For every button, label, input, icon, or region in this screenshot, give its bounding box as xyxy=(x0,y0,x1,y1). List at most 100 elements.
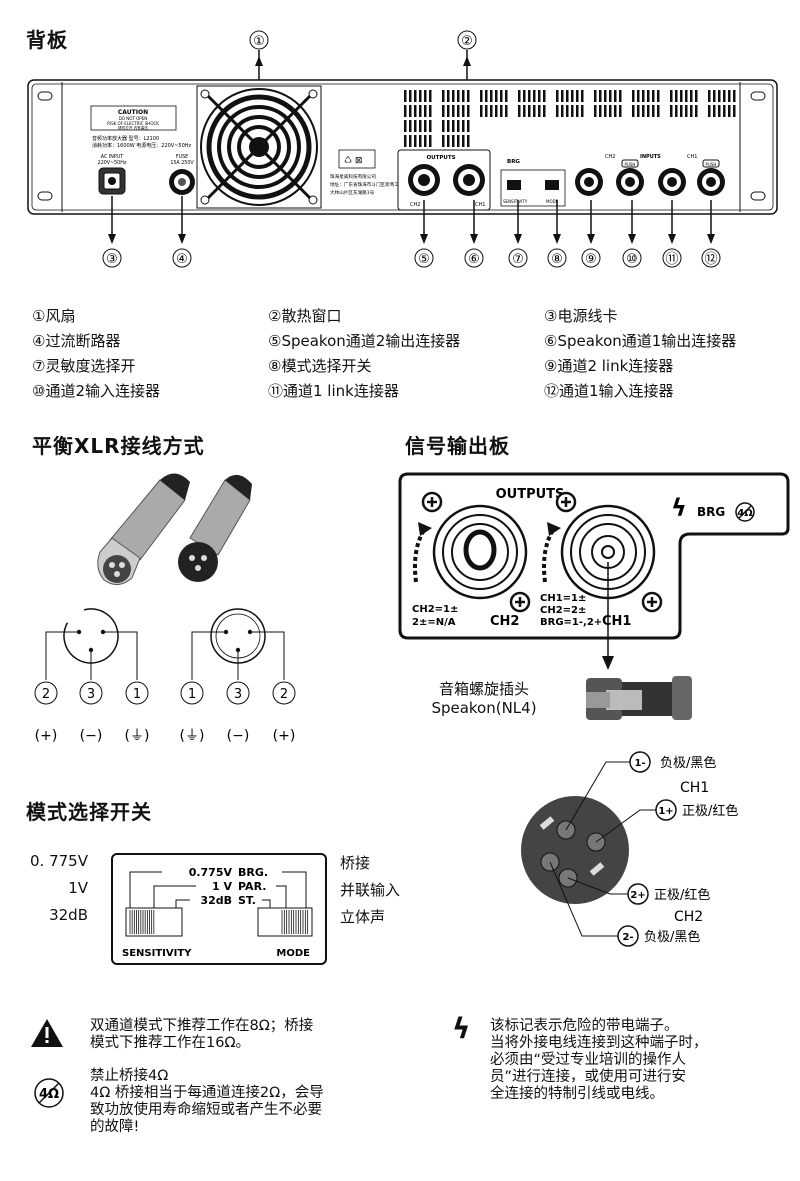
svg-text:(⏚): (⏚) xyxy=(180,728,205,744)
svg-text:1: 1 xyxy=(188,687,196,702)
xlr-heading: 平衡XLR接线方式 xyxy=(32,434,205,458)
mode-values: 桥接 并联输入 立体声 xyxy=(340,854,401,926)
callout-5: ⑤ xyxy=(418,252,430,267)
callout-2: ② xyxy=(461,34,473,49)
callout-9: ⑨ xyxy=(585,252,597,267)
svg-text:珠海星威科技有限公司: 珠海星威科技有限公司 xyxy=(330,173,376,180)
output-board-heading: 信号输出板 xyxy=(405,434,510,458)
svg-text:MODE: MODE xyxy=(546,199,559,204)
svg-text:2-: 2- xyxy=(622,932,633,943)
svg-text:CH2: CH2 xyxy=(410,202,420,208)
svg-text:3: 3 xyxy=(234,687,242,702)
xlr-female-icon xyxy=(97,473,190,585)
callout-8: ⑧ xyxy=(551,252,563,267)
svg-text:3: 3 xyxy=(87,687,95,702)
svg-text:2: 2 xyxy=(42,687,50,702)
svg-text:(⏚): (⏚) xyxy=(125,728,150,744)
xlr-male-icon xyxy=(178,474,252,582)
svg-text:BRG.: BRG. xyxy=(238,866,268,879)
svg-text:ST.: ST. xyxy=(238,894,256,907)
legend-item: ⑨通道2 link连接器 xyxy=(544,357,674,375)
hazardous-terminal-note: 该标记表示危险的带电端子。 当将外接电线连接到这种端子时， 必须由“受过专业培训… xyxy=(490,1018,708,1102)
legend-item: ⑧模式选择开关 xyxy=(268,357,372,375)
svg-text:PUSH: PUSH xyxy=(625,162,636,167)
svg-text:CH1: CH1 xyxy=(602,614,631,629)
svg-text:负极/黑色: 负极/黑色 xyxy=(644,929,700,945)
board-outputs-label: OUTPUTS xyxy=(496,487,565,502)
svg-text:CH1=1±: CH1=1± xyxy=(540,593,586,604)
svg-text:0.775V: 0.775V xyxy=(189,866,233,879)
svg-text:BRG: BRG xyxy=(507,159,520,165)
svg-text:4Ω: 4Ω xyxy=(737,508,753,519)
mode-switch-heading: 模式选择开关 xyxy=(26,800,152,824)
svg-text:1-: 1- xyxy=(634,758,645,769)
callout-7: ⑦ xyxy=(512,252,524,267)
sensitivity-values: 0. 775V 1V 32dB xyxy=(30,852,88,924)
svg-text:CH2: CH2 xyxy=(674,909,703,925)
svg-text:INPUTS: INPUTS xyxy=(640,154,661,160)
svg-text:1 V: 1 V xyxy=(212,880,232,893)
caution-title: CAUTION xyxy=(118,109,148,116)
svg-text:1+: 1+ xyxy=(658,806,673,817)
svg-text:(−): (−) xyxy=(227,728,250,744)
output-board-diagram: OUTPUTS ϟ BRG 4Ω CH2=1± 2±=N/A CH2 CH1=1… xyxy=(398,472,790,947)
svg-text:CH1: CH1 xyxy=(475,202,485,208)
spec-line-1: 音频功率放大器 型号：L2100 xyxy=(92,135,159,142)
callout-1: ① xyxy=(253,34,265,49)
legend-item: ⑥Speakon通道1输出连接器 xyxy=(544,332,737,350)
svg-text:正极/红色: 正极/红色 xyxy=(654,887,710,903)
legend-item: ①风扇 xyxy=(32,307,76,325)
svg-text:负极/黑色: 负极/黑色 xyxy=(660,755,716,771)
svg-text:CH1: CH1 xyxy=(680,780,709,796)
svg-text:CH2: CH2 xyxy=(605,154,615,160)
svg-text:220V~50Hz: 220V~50Hz xyxy=(98,160,127,166)
callout-4: ④ xyxy=(176,252,188,267)
svg-text:BRG=1-,2+: BRG=1-,2+ xyxy=(540,617,602,628)
back-panel-heading: 背板 xyxy=(26,28,68,52)
back-panel-diagram: ① ② CAUTION DO NOT OPEN RISK OF ELECTRIC… xyxy=(27,30,778,268)
svg-text:RISK OF ELECTRIC SHOCK: RISK OF ELECTRIC SHOCK xyxy=(107,121,159,126)
svg-text:ϟ: ϟ xyxy=(671,494,687,522)
warning-icon xyxy=(31,1019,63,1047)
callout-3: ③ xyxy=(106,252,118,267)
svg-text:SENSITIVITY: SENSITIVITY xyxy=(503,199,528,204)
svg-text:32dB: 32dB xyxy=(200,894,232,907)
callout-6: ⑥ xyxy=(468,252,480,267)
svg-text:♺ ⊠: ♺ ⊠ xyxy=(344,156,362,166)
forbid-bridge-note: 禁止桥接4Ω 4Ω 桥接相当于每通道连接2Ω，会导 致功放使用寿命缩短或者产生不… xyxy=(90,1068,324,1135)
svg-text:2+: 2+ xyxy=(630,890,645,901)
svg-text:DO NOT OPEN: DO NOT OPEN xyxy=(119,116,147,121)
callout-10: ⑩ xyxy=(626,252,638,267)
legend-item: ⑤Speakon通道2输出连接器 xyxy=(268,332,461,350)
legend-item: ②散热窗口 xyxy=(268,307,342,325)
svg-text:PAR.: PAR. xyxy=(238,880,266,893)
legend-item: ③电源线卡 xyxy=(544,307,618,325)
bridge-warning-note: 双通道模式下推荐工作在8Ω；桥接 模式下推荐工作在16Ω。 xyxy=(90,1018,314,1051)
legend-item: ④过流断路器 xyxy=(32,332,121,350)
callout-11: ⑪ xyxy=(665,252,678,267)
svg-text:2: 2 xyxy=(280,687,288,702)
legend-item: ⑦灵敏度选择开 xyxy=(32,357,136,375)
legend-item: ⑩通道2输入连接器 xyxy=(32,382,160,400)
svg-text:大林山片区东湖路1号: 大林山片区东湖路1号 xyxy=(330,189,375,196)
svg-text:CH2=1±: CH2=1± xyxy=(412,604,458,615)
svg-text:1: 1 xyxy=(133,687,141,702)
svg-text:地址：广东省珠海市斗门区新青工业园: 地址：广东省珠海市斗门区新青工业园 xyxy=(330,181,409,188)
callout-12: ⑫ xyxy=(704,252,717,267)
svg-text:CH2=2±: CH2=2± xyxy=(540,605,586,616)
svg-text:FUSE: FUSE xyxy=(176,154,188,160)
spec-line-2: 消耗功率：1600W 电源电压：220V~50Hz xyxy=(92,142,192,149)
lightning-bolt-icon: ϟ xyxy=(452,1012,471,1045)
svg-text:4Ω: 4Ω xyxy=(39,1087,59,1102)
xlr-diagram: 2 3 1 1 3 2 (+) (−) (⏚) (⏚) (−) (+) xyxy=(34,473,296,744)
svg-text:CH1: CH1 xyxy=(687,154,697,160)
svg-text:15A 250V: 15A 250V xyxy=(170,160,194,166)
speakon-pinout-icon xyxy=(521,796,629,904)
no-4-ohm-bridge-icon: 4Ω xyxy=(34,1078,64,1108)
svg-text:OUTPUTS: OUTPUTS xyxy=(426,155,455,161)
svg-text:(+): (+) xyxy=(35,728,58,744)
svg-text:MODE: MODE xyxy=(276,948,310,959)
svg-text:SENSITIVITY: SENSITIVITY xyxy=(122,948,192,959)
svg-text:AC INPUT: AC INPUT xyxy=(101,154,123,160)
svg-text:2±=N/A: 2±=N/A xyxy=(412,617,456,628)
